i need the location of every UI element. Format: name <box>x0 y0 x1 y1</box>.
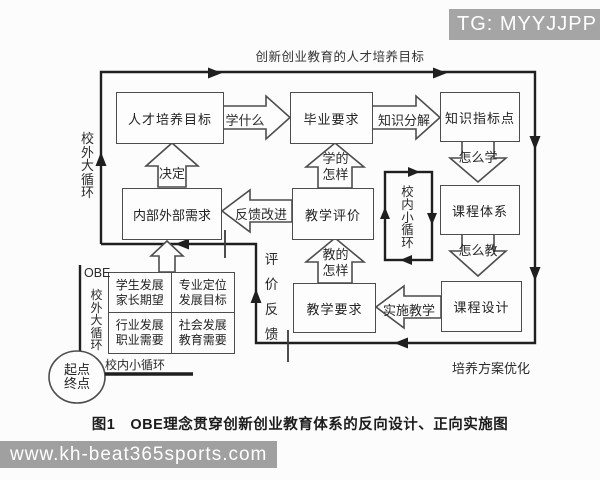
watermark-top: TG: MYYJJPP <box>449 9 600 40</box>
label-feedback-improve: 反馈改进 <box>234 207 287 222</box>
arrow-knowledge-decompose <box>370 94 442 141</box>
diagram-top-title: 创新创业教育的人才培养目标 <box>255 50 425 64</box>
label-how-to-learn: 怎么学 <box>458 150 498 165</box>
label-learn-result: 学的怎样 <box>322 151 349 182</box>
needs-grid: 学生发展家长期望 专业定位发展目标 行业发展职业需要 社会发展教育需要 <box>108 272 235 354</box>
arrow-grid-to-needs <box>148 239 186 273</box>
box-course-design: 课程设计 <box>441 281 522 332</box>
inner-loop-path <box>380 167 437 265</box>
arrow-teach-result <box>303 236 367 284</box>
label-decide: 决定 <box>158 166 185 181</box>
arrow-how-to-teach <box>447 232 509 278</box>
label-outer-loop-upper: 校外大循环 <box>80 131 94 200</box>
box-teaching-eval: 教学评价 <box>292 188 374 240</box>
arrow-feedback-improve <box>220 188 293 234</box>
label-plan-optimize: 培养方案优化 <box>451 361 530 376</box>
box-internal-external-needs: 内部外部需求 <box>122 188 222 240</box>
label-start-end: 起点终点 <box>63 362 90 391</box>
arrow-decide <box>143 141 201 188</box>
outer-loop-arrowheads <box>95 67 541 349</box>
box-teaching-req: 教学要求 <box>293 283 376 333</box>
figure-caption: 图1 OBE理念贯穿创新创业教育体系的反向设计、正向实施图 <box>91 417 509 433</box>
arrow-how-to-learn <box>447 139 509 184</box>
label-inner-loop: 校内小循环 <box>401 185 414 251</box>
arrow-learn-result <box>303 141 367 189</box>
label-eval-feedback: 评价反馈 <box>264 252 279 342</box>
outer-loop-path <box>99 70 537 345</box>
arrow-learn-what <box>221 94 292 141</box>
grid-cell-industry: 行业发展职业需要 <box>109 313 172 353</box>
line-crossing-ticks <box>224 230 289 362</box>
label-outer-loop-lower: 校外大循环 <box>90 288 103 353</box>
box-graduation-req: 毕业要求 <box>290 92 373 144</box>
watermark-bottom: www.kh-beat365sports.com <box>0 441 277 468</box>
grid-cell-major: 专业定位发展目标 <box>171 273 234 313</box>
label-how-to-teach: 怎么教 <box>458 243 498 258</box>
box-course-system: 课程体系 <box>440 185 520 235</box>
start-end-circle <box>48 350 106 404</box>
box-talent-goal: 人才培养目标 <box>116 92 224 144</box>
arrow-implement-teaching <box>374 284 442 330</box>
label-teach-result: 教的怎样 <box>322 247 349 278</box>
grid-cell-society: 社会发展教育需要 <box>178 318 227 347</box>
label-implement-teaching: 实施教学 <box>382 303 435 318</box>
label-inner-loop-bottom: 校内小循环 <box>104 358 165 372</box>
label-knowledge-decompose: 知识分解 <box>377 113 430 128</box>
grid-cell-students: 学生发展家长期望 <box>109 273 172 313</box>
box-knowledge-points: 知识指标点 <box>440 92 520 142</box>
label-learn-what: 学什么 <box>225 113 265 128</box>
label-obe: OBE <box>84 266 111 280</box>
